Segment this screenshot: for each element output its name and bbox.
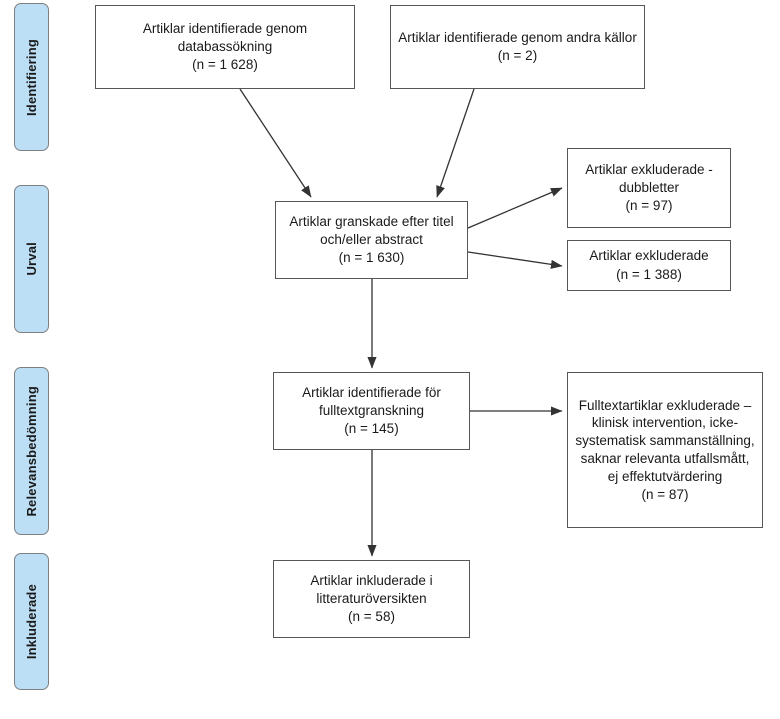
stage-pill-urval: Urval (14, 185, 49, 333)
flow-box-text: Artiklar identifierade genom andra källo… (398, 29, 637, 63)
flow-box-text: Fulltextartiklar exkluderade – klinisk i… (575, 397, 755, 502)
stage-pill-label: Relevansbedömning (24, 385, 39, 517)
excluded-screening-box: Artiklar exkluderade (n = 1 388) (567, 240, 731, 291)
flow-box-text: Artiklar inkluderade i litteraturöversik… (310, 572, 433, 625)
identified-other-sources-box: Artiklar identifierade genom andra källo… (390, 5, 645, 89)
flow-box-text: Artiklar granskade efter titel och/eller… (289, 213, 454, 266)
fulltext-assessed-box: Artiklar identifierade för fulltextgrans… (273, 372, 470, 450)
identified-database-search-box: Artiklar identifierade genom databassökn… (95, 5, 355, 89)
stage-pill-inkluderade: Inkluderade (14, 553, 49, 690)
flow-box-text: Artiklar identifierade för fulltextgrans… (302, 384, 441, 437)
stage-pill-label: Urval (24, 242, 39, 276)
stage-pill-relevansbedomning: Relevansbedömning (14, 367, 49, 535)
stage-pill-label: Inkluderade (24, 583, 39, 660)
excluded-duplicates-box: Artiklar exkluderade - dubbletter (n = 9… (567, 148, 731, 228)
arrow-screened-to-excluded-screening (467, 251, 563, 269)
stage-pill-label: Identifiering (24, 38, 39, 116)
arrow-db-search-to-screened (239, 88, 312, 198)
included-in-review-box: Artiklar inkluderade i litteraturöversik… (273, 560, 470, 638)
arrow-other-sources-to-screened (436, 88, 475, 198)
stage-pill-identifiering: Identifiering (14, 3, 49, 151)
flow-box-text: Artiklar identifierade genom databassökn… (142, 20, 308, 73)
flow-box-text: Artiklar exkluderade (n = 1 388) (589, 248, 709, 282)
fulltext-excluded-box: Fulltextartiklar exkluderade – klinisk i… (567, 372, 763, 528)
flow-box-text: Artiklar exkluderade - dubbletter (n = 9… (585, 161, 713, 214)
arrow-screened-to-excluded-duplicates (467, 187, 563, 229)
screened-title-abstract-box: Artiklar granskade efter titel och/eller… (275, 201, 468, 279)
